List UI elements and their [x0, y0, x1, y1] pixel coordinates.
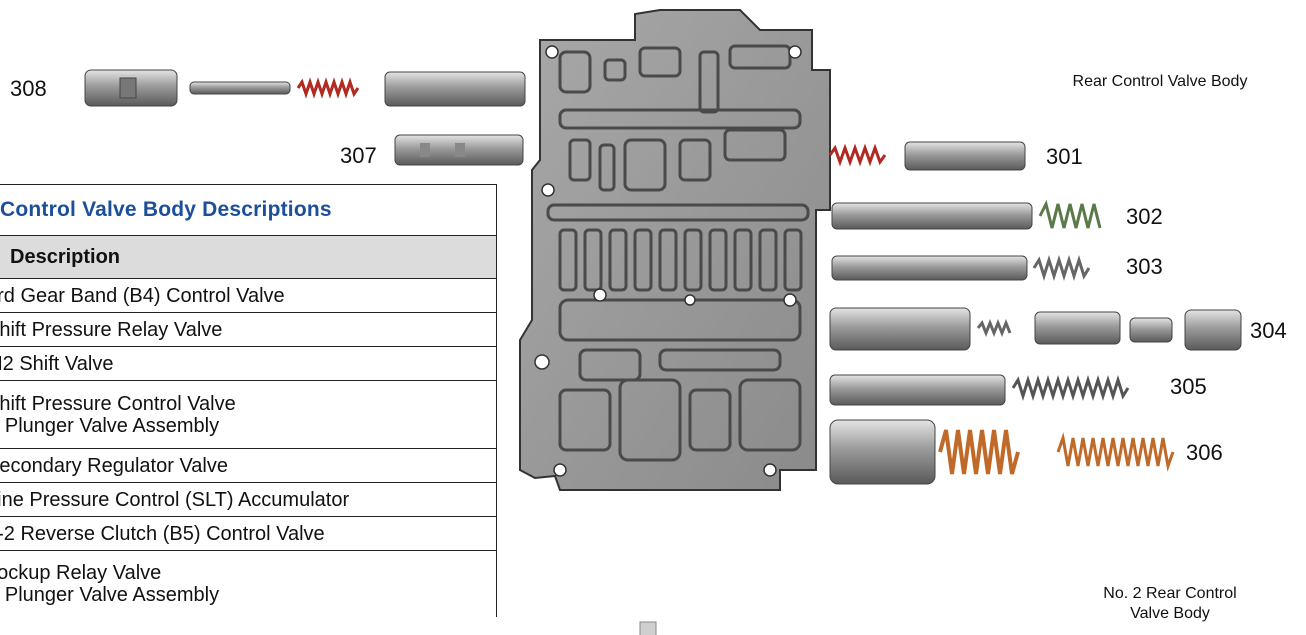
description-table: Control Valve Body Descriptions Descript…	[0, 184, 497, 617]
row-text: Line Pressure Control (SLT) Accumulator	[0, 488, 350, 511]
callout-303: 303	[1126, 254, 1163, 279]
callout-306: 306	[1186, 440, 1223, 465]
callout-308: 308	[10, 76, 47, 101]
valve-302	[831, 199, 1102, 230]
table-row: M2 Shift Valve	[0, 347, 496, 381]
table-row: 1-2 Reverse Clutch (B5) Control Valve	[0, 517, 496, 551]
row-text: 3rd Gear Band (B4) Control Valve	[0, 284, 285, 307]
valve-305	[829, 374, 1130, 406]
callout-301: 301	[1046, 144, 1083, 169]
row-text: Shift Pressure Control Valve & Plunger V…	[0, 392, 236, 437]
callout-304: 304	[1250, 318, 1287, 343]
table-row: Secondary Regulator Valve	[0, 449, 496, 483]
valve-306	[829, 419, 1175, 485]
row-text: M2 Shift Valve	[0, 352, 114, 375]
rear-valve-body-caption: Rear Control Valve Body	[1072, 73, 1248, 90]
callout-305: 305	[1170, 374, 1207, 399]
table-header: Description	[0, 236, 496, 279]
table-row: Lockup Relay Valve & Plunger Valve Assem…	[0, 551, 496, 617]
valve-303	[831, 254, 1091, 282]
partial-component	[639, 621, 657, 635]
valve-308-assembly	[84, 69, 526, 107]
row-text: Secondary Regulator Valve	[0, 454, 228, 477]
row-text: Lockup Relay Valve & Plunger Valve Assem…	[0, 562, 220, 606]
header-description: Description	[10, 245, 121, 268]
no2-rear-valve-body-caption: No. 2 Rear Control Valve Body	[1103, 585, 1237, 622]
valve-307	[394, 134, 524, 166]
table-title: Control Valve Body Descriptions	[0, 185, 496, 236]
callout-302: 302	[1126, 204, 1163, 229]
callout-307: 307	[340, 143, 377, 168]
row-text: 1-2 Reverse Clutch (B5) Control Valve	[0, 522, 325, 545]
table-row: 3rd Gear Band (B4) Control Valve	[0, 279, 496, 313]
valve-301	[828, 141, 1026, 171]
row-text: Shift Pressure Relay Valve	[0, 318, 223, 341]
table-row: Shift Pressure Control Valve & Plunger V…	[0, 381, 496, 449]
table-row: Line Pressure Control (SLT) Accumulator	[0, 483, 496, 517]
valve-304	[829, 307, 1242, 351]
rear-control-valve-body	[519, 9, 831, 491]
table-row: Shift Pressure Relay Valve	[0, 313, 496, 347]
